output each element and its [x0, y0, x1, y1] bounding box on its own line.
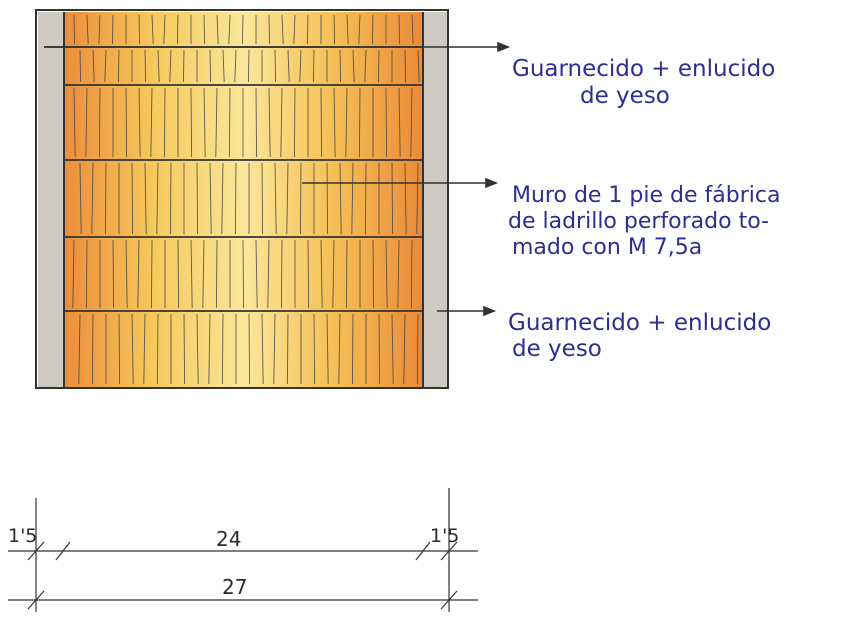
- label-mid-line1: Muro de 1 pie de fábrica: [512, 183, 780, 208]
- label-top-line2: de yeso: [580, 83, 670, 109]
- dim-brick: 24: [216, 527, 241, 551]
- label-bot-line2: de yeso: [512, 336, 602, 362]
- brick-core: [64, 12, 423, 387]
- dimension-lines: [8, 488, 478, 612]
- annotation-middle: Muro de 1 pie de fábrica de ladrillo per…: [508, 183, 780, 260]
- left-plaster-layer: [38, 12, 64, 387]
- annotation-bottom: Guarnecido + enlucido de yeso: [508, 310, 771, 362]
- annotation-top: Guarnecido + enlucido de yeso: [512, 56, 775, 109]
- dimension-labels: 1'5 24 1'5 27: [8, 525, 459, 599]
- label-bot-line1: Guarnecido + enlucido: [508, 310, 771, 336]
- dim-left-plaster: 1'5: [8, 525, 37, 547]
- dim-right-plaster: 1'5: [430, 525, 459, 547]
- label-top-line1: Guarnecido + enlucido: [512, 56, 775, 82]
- leader-lines: [44, 41, 511, 317]
- dim-total: 27: [222, 575, 247, 599]
- wall-outline: [35, 9, 449, 389]
- right-plaster-layer: [423, 12, 447, 387]
- brick-hatching: [72, 14, 420, 385]
- label-mid-line3: mado con M 7,5a: [512, 235, 702, 260]
- label-mid-line2: de ladrillo perforado to-: [508, 209, 769, 234]
